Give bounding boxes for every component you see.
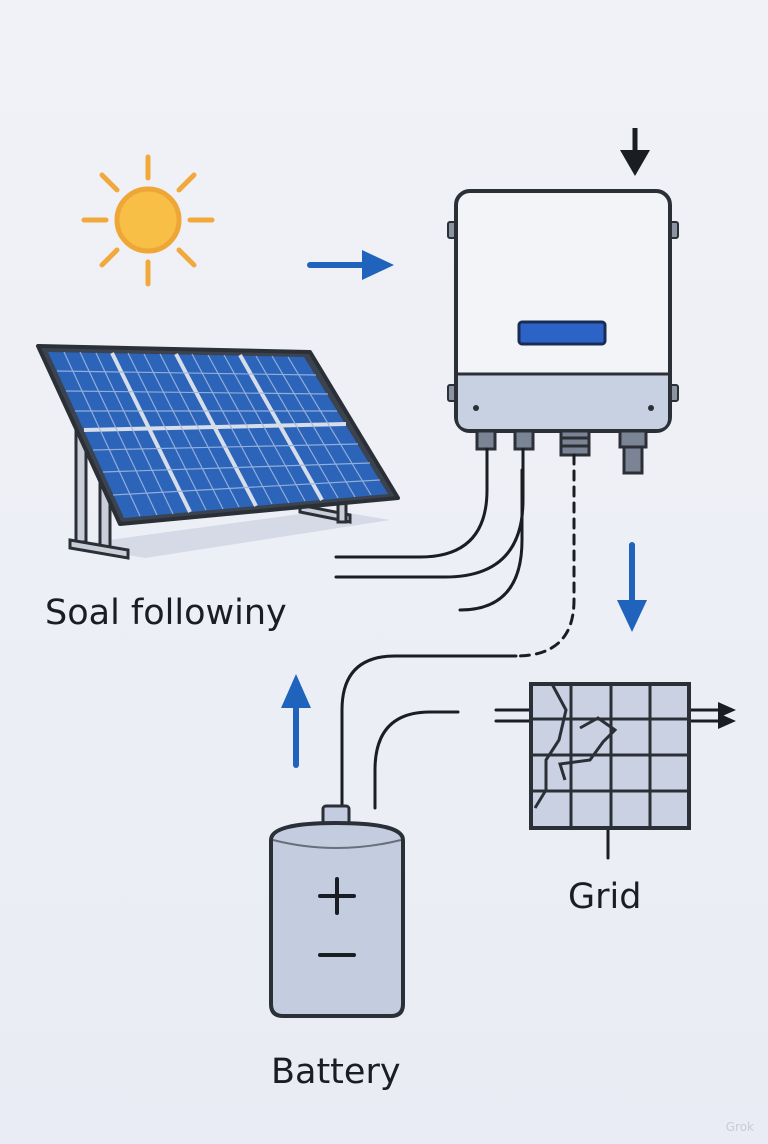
arrow-down-blue-icon: [617, 542, 647, 632]
arrow-up-blue-icon: [281, 674, 311, 768]
battery-icon: [269, 804, 405, 1018]
grid-icon: [529, 682, 736, 830]
inverter-icon: [447, 128, 679, 475]
solar-label: Soal followiny: [45, 593, 287, 633]
solar-panel-icon: [36, 344, 400, 560]
arrow-right-icon: [307, 250, 394, 280]
battery-label: Battery: [271, 1052, 401, 1092]
sun-icon: [81, 154, 215, 287]
arrow-down-icon: [620, 128, 650, 176]
watermark: Grok: [725, 1120, 754, 1134]
grid-label: Grid: [568, 877, 641, 917]
